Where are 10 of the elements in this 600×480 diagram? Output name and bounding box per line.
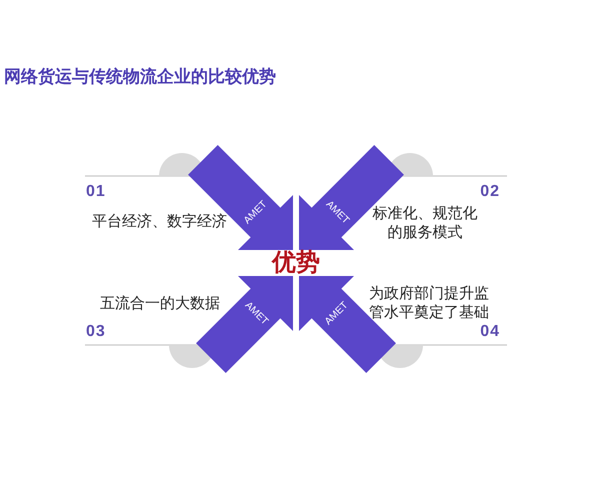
center-label: 优势 bbox=[271, 250, 321, 276]
item-number: 03 bbox=[86, 322, 106, 341]
item-number: 02 bbox=[480, 182, 500, 201]
item-text: 为政府部门提升监管水平奠定了基础 bbox=[369, 284, 490, 322]
item-text: 五流合一的大数据 bbox=[100, 294, 220, 313]
item-number: 04 bbox=[480, 322, 500, 341]
item-number: 01 bbox=[86, 182, 106, 201]
item-text: 标准化、规范化的服务模式 bbox=[372, 204, 478, 242]
item-text: 平台经济、数字经济 bbox=[92, 212, 227, 231]
title: 网络货运与传统物流企业的比较优势 bbox=[4, 67, 276, 87]
